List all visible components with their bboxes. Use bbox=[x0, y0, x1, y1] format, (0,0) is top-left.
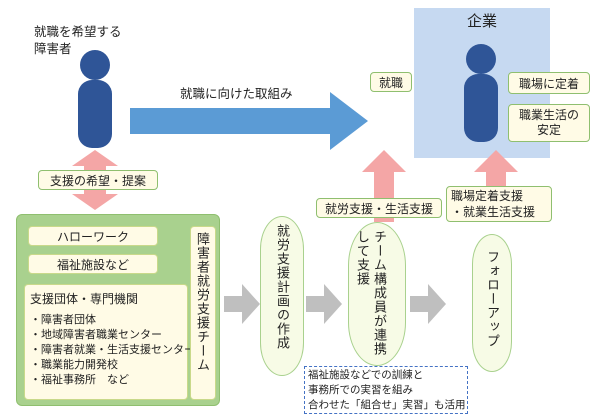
pink-up-arrow-1 bbox=[362, 150, 406, 222]
gray-arrow-1 bbox=[224, 284, 260, 324]
main-arrow-label: 就職に向けた取組み bbox=[180, 86, 293, 101]
note-text: 福祉施設などでの訓練と 事務所での実習を組み 合わせた「組合せ」実習」も活用 bbox=[308, 369, 466, 411]
org-item: ・障害者団体 bbox=[30, 313, 96, 326]
org-item: ・障害者就業・生活支援センター bbox=[30, 343, 195, 356]
support-up-box-1: 就労支援・生活支援 bbox=[316, 198, 442, 218]
company-person-body bbox=[464, 74, 498, 142]
settle-box: 職場に定着 bbox=[508, 72, 590, 94]
team-work-oval bbox=[348, 222, 406, 366]
main-arrow bbox=[130, 92, 368, 150]
company-person-head bbox=[466, 44, 496, 74]
left-person-body bbox=[78, 80, 112, 148]
org-item: ・職業能力開発校 bbox=[30, 358, 118, 371]
team-vertical-box bbox=[190, 226, 216, 400]
hello-work-box: ハローワーク bbox=[28, 226, 158, 246]
org-box bbox=[24, 284, 188, 400]
plan-oval bbox=[260, 216, 304, 376]
note-box bbox=[304, 366, 468, 414]
support-up-box-2: 職場定着支援 ・就業生活支援 bbox=[446, 186, 552, 222]
stability-box: 職業生活の 安定 bbox=[508, 104, 590, 142]
org-item: ・地域障害者職業センター bbox=[30, 328, 162, 341]
company-title: 企業 bbox=[466, 12, 497, 30]
team-vertical-label: 障害者就労支援チーム bbox=[194, 232, 209, 372]
gray-arrow-3 bbox=[410, 284, 446, 324]
left-person-label: 就職を希望する 障害者 bbox=[34, 24, 122, 56]
org-title: 支援団体・専門機関 bbox=[30, 292, 139, 306]
support-request-box: 支援の希望・提案 bbox=[38, 170, 158, 190]
org-item: ・福祉事務所 など bbox=[30, 373, 129, 386]
team-work-label: チーム構成員が連携して支援 bbox=[354, 230, 386, 356]
follow-up-label: フォローアップ bbox=[484, 250, 499, 348]
plan-label: 就労支援計画の作成 bbox=[274, 224, 289, 350]
employment-box: 就職 bbox=[370, 72, 412, 92]
org-list: ・障害者団体 ・地域障害者職業センター ・障害者就業・生活支援センター ・職業能… bbox=[30, 312, 195, 387]
follow-up-oval bbox=[472, 234, 512, 372]
welfare-box: 福祉施設など bbox=[28, 254, 158, 274]
gray-arrow-2 bbox=[306, 284, 342, 324]
left-person-head bbox=[80, 50, 110, 80]
